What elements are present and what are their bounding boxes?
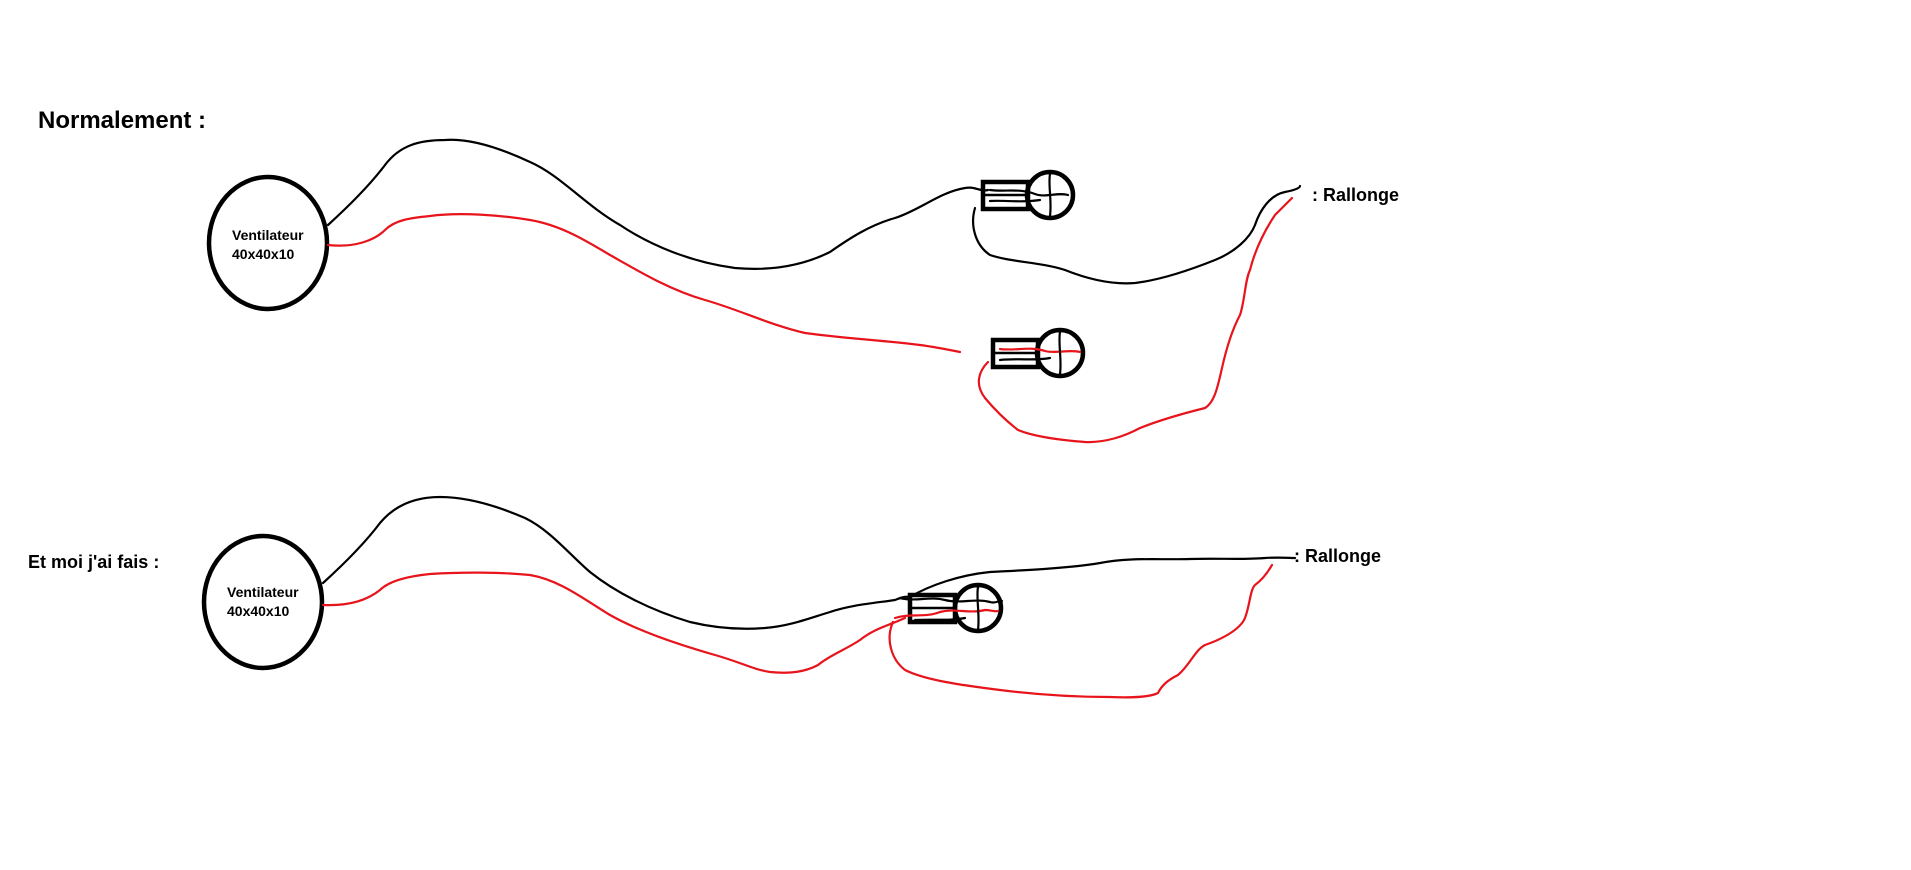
red-extension-wire bbox=[977, 196, 1294, 444]
black-fan-wire bbox=[326, 138, 990, 270]
fan-circle bbox=[206, 174, 330, 312]
fan-label-name: Ventilateur bbox=[227, 584, 299, 600]
black-fan-wire bbox=[321, 495, 912, 630]
connector-upper bbox=[980, 169, 1076, 221]
normal-heading: Normalement : bbox=[38, 107, 206, 134]
fan-mine: Ventilateur 40x40x10 bbox=[201, 533, 325, 671]
red-fan-wire bbox=[321, 571, 907, 674]
mine-section: Et moi j'ai fais : Ventilateur 40x40x10 … bbox=[28, 495, 1381, 699]
extension-label: : Rallonge bbox=[1312, 185, 1399, 205]
black-extension-wire bbox=[972, 184, 1302, 285]
extension-label: : Rallonge bbox=[1294, 546, 1381, 566]
fan-label-size: 40x40x10 bbox=[232, 246, 295, 262]
connector-lower bbox=[990, 327, 1086, 379]
connector-plug bbox=[1024, 169, 1076, 221]
fan-normal: Ventilateur 40x40x10 bbox=[206, 174, 330, 312]
mine-heading: Et moi j'ai fais : bbox=[28, 552, 159, 572]
connector-plug bbox=[1034, 327, 1086, 379]
fan-label-name: Ventilateur bbox=[232, 227, 304, 243]
fan-label-size: 40x40x10 bbox=[227, 603, 290, 619]
normal-section: Normalement : Ventilateur 40x40x10 bbox=[38, 107, 1399, 444]
connector-joined bbox=[893, 582, 1004, 634]
red-fan-wire bbox=[326, 213, 962, 354]
red-extension-wire bbox=[888, 563, 1274, 699]
fan-circle bbox=[201, 533, 325, 671]
black-extension-wire bbox=[908, 556, 1297, 599]
